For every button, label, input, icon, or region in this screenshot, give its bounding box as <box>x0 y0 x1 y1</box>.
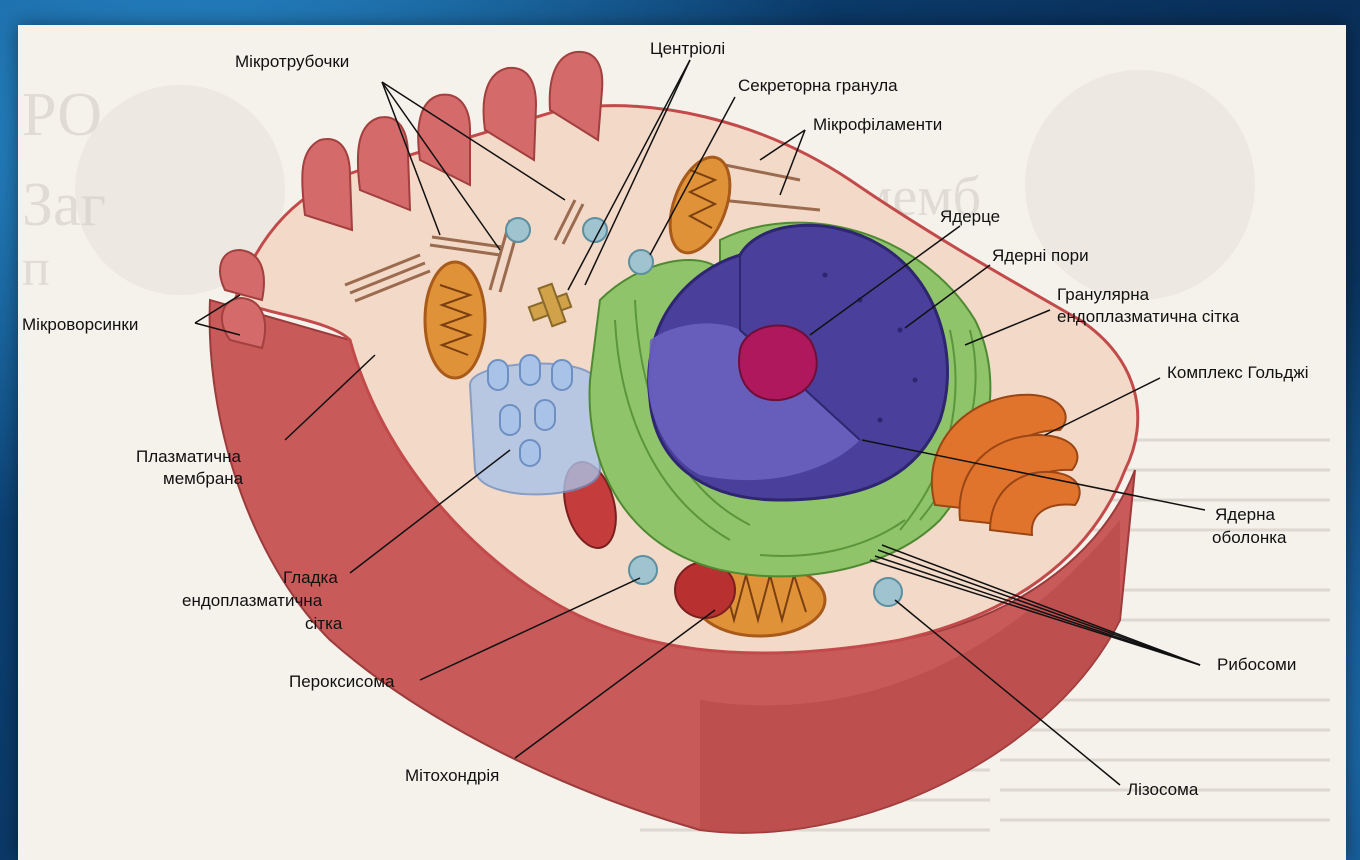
label-plasma-membrane-line2: мембрана <box>163 469 244 488</box>
label-nuclear-pores: Ядерні пори <box>992 246 1089 265</box>
label-smooth-er-line2: ендоплазматична <box>182 591 323 610</box>
label-smooth-er-line3: сітка <box>305 614 343 633</box>
label-secretory-granule: Секреторна гранула <box>738 76 898 95</box>
label-lysosome: Лізосома <box>1127 780 1199 799</box>
label-plasma-membrane-line1: Плазматична <box>136 447 241 466</box>
label-microvilli: Мікроворсинки <box>22 315 138 334</box>
label-nuclear-envelope-line2: оболонка <box>1212 528 1287 547</box>
smooth-er <box>470 355 600 494</box>
label-rough-er-line1: Гранулярна <box>1057 285 1150 304</box>
svg-text:п: п <box>22 240 50 297</box>
label-microfilaments: Мікрофіламенти <box>813 115 942 134</box>
label-nuclear-envelope-line1: Ядерна <box>1215 505 1275 524</box>
label-centrioles: Центріолі <box>650 39 725 58</box>
label-ribosomes: Рибосоми <box>1217 655 1296 674</box>
label-microtubules: Мікротрубочки <box>235 52 349 71</box>
svg-text:Заг: Заг <box>22 171 106 239</box>
svg-text:РО: РО <box>22 81 102 149</box>
label-golgi: Комплекс Гольджі <box>1167 363 1308 382</box>
label-nucleolus: Ядерце <box>940 207 1000 226</box>
label-rough-er-line2: ендоплазматична сітка <box>1057 307 1240 326</box>
label-peroxisome: Пероксисома <box>289 672 395 691</box>
label-mitochondrion: Мітохондрія <box>405 766 499 785</box>
nucleolus <box>739 326 817 401</box>
label-smooth-er-line1: Гладка <box>283 568 338 587</box>
